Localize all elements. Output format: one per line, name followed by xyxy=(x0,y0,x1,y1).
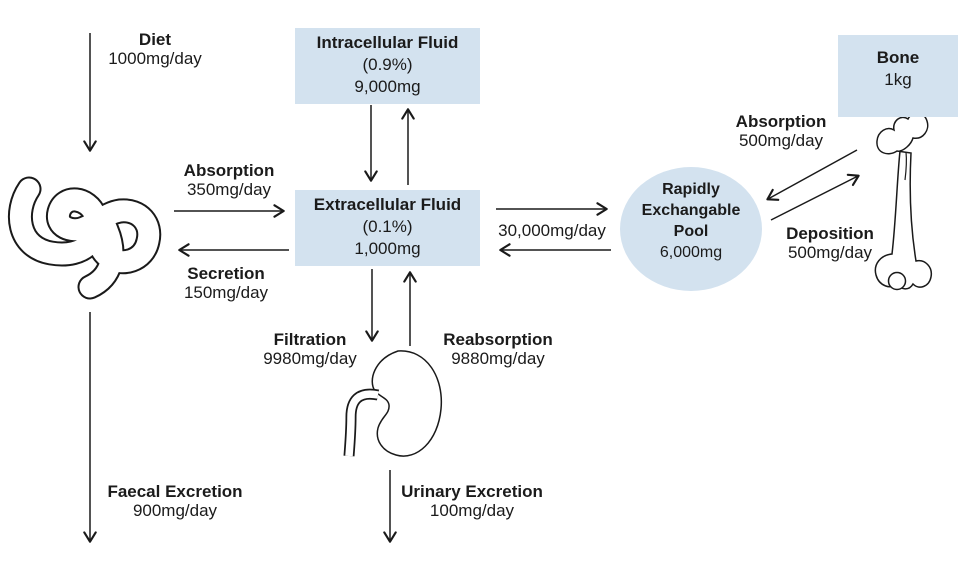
diet-label-title: Diet xyxy=(138,30,172,49)
bone-absorption-arrow xyxy=(766,149,858,201)
kidney-icon xyxy=(343,350,443,457)
bone-deposition-arrow xyxy=(770,173,860,221)
extracellular-title: Extracellular Fluid xyxy=(313,195,462,214)
pool-title-line2: Exchangable xyxy=(641,202,741,219)
intracellular-title: Intracellular Fluid xyxy=(316,33,459,52)
bone-amount: 1kg xyxy=(884,70,912,89)
filtration-label: Filtration 9980mg/day xyxy=(263,330,357,368)
diet-label: Diet 1000mg/day xyxy=(108,30,202,68)
extracellular-concentration: (0.1%) xyxy=(362,217,413,236)
urinary-excretion-title: Urinary Excretion xyxy=(401,482,543,501)
ecf-pool-exchange-label: 30,000mg/day xyxy=(498,221,606,240)
bone-deposition-label: Deposition 500mg/day xyxy=(786,224,874,262)
gut-secretion-label: Secretion 150mg/day xyxy=(184,264,268,302)
gut-absorption-rate: 350mg/day xyxy=(186,180,272,199)
bone-absorption-rate: 500mg/day xyxy=(738,131,824,150)
reabsorption-title: Reabsorption xyxy=(443,330,553,349)
intestine-icon xyxy=(7,176,162,300)
pool-amount: 6,000mg xyxy=(659,244,723,261)
urinary-excretion-label: Urinary Excretion 100mg/day xyxy=(401,482,543,520)
gut-absorption-title: Absorption xyxy=(183,161,275,180)
ecf-pool-exchange-rate: 30,000mg/day xyxy=(498,221,606,240)
pool-title-line3: Pool xyxy=(673,223,709,240)
faecal-excretion-title: Faecal Excretion xyxy=(107,482,243,501)
bone-absorption-label: Absorption 500mg/day xyxy=(736,112,827,150)
intracellular-amount: 9,000mg xyxy=(354,77,421,96)
bone-title: Bone xyxy=(876,48,920,67)
diet-label-rate: 1000mg/day xyxy=(108,49,202,68)
bone-absorption-title: Absorption xyxy=(735,112,827,131)
bone-deposition-title: Deposition xyxy=(786,224,874,243)
gut-secretion-title: Secretion xyxy=(187,264,265,283)
urinary-excretion-rate: 100mg/day xyxy=(429,501,515,520)
intracellular-concentration: (0.9%) xyxy=(362,55,413,74)
extracellular-fluid-box: Extracellular Fluid (0.1%) 1,000mg xyxy=(295,190,480,266)
filtration-rate: 9980mg/day xyxy=(263,349,357,368)
reabsorption-rate: 9880mg/day xyxy=(451,349,545,368)
gut-secretion-rate: 150mg/day xyxy=(183,283,269,302)
extracellular-amount: 1,000mg xyxy=(354,239,421,258)
pool-title-line1: Rapidly xyxy=(662,181,720,198)
bone-deposition-rate: 500mg/day xyxy=(787,243,873,262)
bone-icon xyxy=(874,112,933,291)
reabsorption-label: Reabsorption 9880mg/day xyxy=(443,330,553,368)
filtration-title: Filtration xyxy=(273,330,347,349)
rapidly-exchangable-pool: Rapidly Exchangable Pool 6,000mg xyxy=(620,167,762,291)
faecal-excretion-rate: 900mg/day xyxy=(132,501,218,520)
intracellular-fluid-box: Intracellular Fluid (0.9%) 9,000mg xyxy=(295,28,480,104)
bone-box: Bone 1kg xyxy=(838,35,958,117)
faecal-excretion-label: Faecal Excretion 900mg/day xyxy=(107,482,242,520)
gut-absorption-label: Absorption 350mg/day xyxy=(184,161,275,199)
